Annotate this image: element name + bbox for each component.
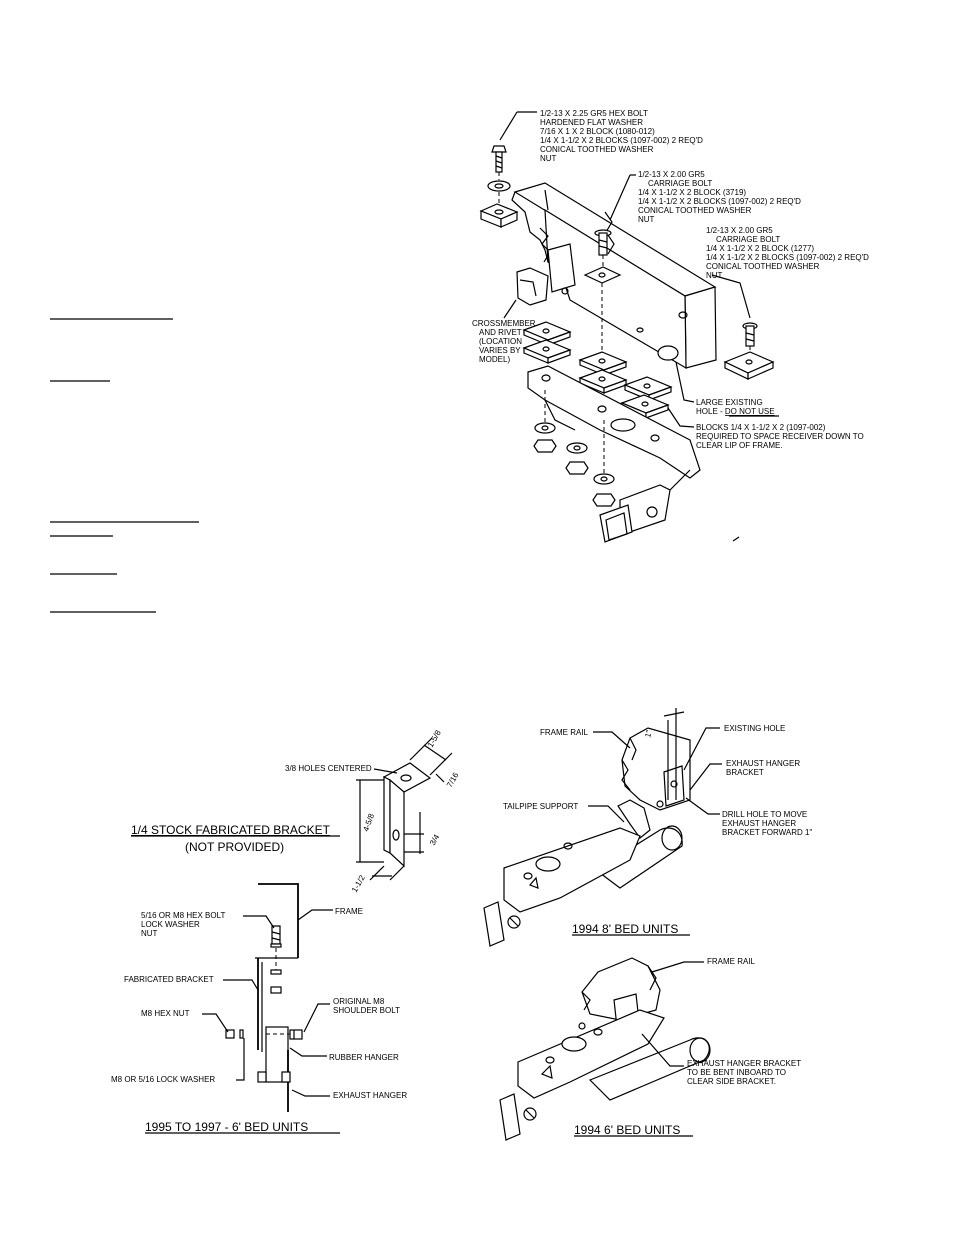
crossmember-line-3: (LOCATION: [479, 337, 522, 346]
tailpipe-support-label: TAILPIPE SUPPORT: [503, 802, 578, 811]
frame-label: FRAME: [335, 907, 363, 916]
shoulder-bolt-label-2: SHOULDER BOLT: [333, 1006, 400, 1015]
carriage-bolt-stack-right: [711, 274, 775, 380]
callout-3-line-5: CONICAL TOOTHED WASHER: [706, 262, 820, 271]
callout-2-line-5: CONICAL TOOTHED WASHER: [638, 206, 752, 215]
crossmember-line-4: VARIES BY: [479, 346, 521, 355]
frame-rail-label: FRAME RAIL: [540, 728, 589, 737]
detail-1994-6-title: 1994 6' BED UNITS: [574, 1123, 680, 1137]
dim-height: 4-5/8: [361, 812, 376, 833]
bracket-note-line-1: EXHAUST HANGER BRACKET: [687, 1059, 801, 1068]
main-hitch-assembly: [479, 111, 775, 543]
nuts-and-washers: [533, 390, 616, 507]
holes-label: 3/8 HOLES CENTERED: [285, 764, 372, 773]
main-callouts: 1/2-13 X 2.25 GR5 HEX BOLT HARDENED FLAT…: [472, 109, 869, 450]
dim-width: 1-5/8: [426, 728, 443, 749]
hex-bolt-stack-left: [479, 111, 519, 228]
bolt-label-2: LOCK WASHER: [141, 920, 200, 929]
crossmember: [516, 243, 576, 306]
drill-note-line-3: BRACKET FORWARD 1": [722, 828, 812, 837]
exhaust-hanger-label: EXHAUST HANGER: [333, 1091, 407, 1100]
detail-1994-8-title: 1994 8' BED UNITS: [572, 922, 678, 936]
callout-2-line-6: NUT: [638, 215, 655, 224]
bracket-note-line-2: TO BE BENT INBOARD TO: [687, 1068, 786, 1077]
receiver-bracket: [527, 365, 701, 479]
detail-1994-8ft: FRAME RAIL 1" EXISTING HOLE EXHAUST HANG…: [483, 708, 812, 947]
callout-2-line-2: CARRIAGE BOLT: [648, 179, 712, 188]
exhaust-bracket-label-1: EXHAUST HANGER: [726, 759, 800, 768]
bracket-note-line-3: CLEAR SIDE BRACKET.: [687, 1077, 776, 1086]
lock-washer-label: M8 OR 5/16 LOCK WASHER: [111, 1075, 215, 1084]
large-hole-line-1: LARGE EXISTING: [696, 398, 763, 407]
existing-hole-label: EXISTING HOLE: [724, 724, 785, 733]
drill-note-line-2: EXHAUST HANGER: [722, 819, 796, 828]
blocks-note-line-1: BLOCKS 1/4 X 1-1/2 X 2 (1097-002): [696, 423, 826, 432]
m8-hex-nut-label: M8 HEX NUT: [141, 1009, 190, 1018]
callout-3-line-3: 1/4 X 1-1/2 X 2 BLOCK (1277): [706, 244, 814, 253]
callout-1-line-2: HARDENED FLAT WASHER: [540, 118, 643, 127]
fabricated-bracket-detail: 3/8 HOLES CENTERED 1-5/8 7/16 4-5/8 3/4 …: [131, 728, 461, 894]
dim-hole: 3/4: [428, 832, 442, 847]
dim-base: 1-1/2: [350, 873, 367, 894]
callout-1-line-5: CONICAL TOOTHED WASHER: [540, 145, 654, 154]
large-hole-line-2: HOLE - DO NOT USE: [696, 407, 775, 416]
callout-3-line-4: 1/4 X 1-1/2 X 2 BLOCKS (1097-002) 2 REQ'…: [706, 253, 869, 262]
callout-3-line-1: 1/2-13 X 2.00 GR5: [706, 226, 773, 235]
bracket-title: 1/4 STOCK FABRICATED BRACKET: [131, 823, 331, 837]
bolt-label-3: NUT: [141, 929, 158, 938]
bolt-label-1: 5/16 OR M8 HEX BOLT: [141, 911, 225, 920]
dim-depth: 7/16: [445, 771, 461, 789]
callout-1-line-1: 1/2-13 X 2.25 GR5 HEX BOLT: [540, 109, 648, 118]
frame-channel: [511, 182, 717, 370]
drill-note-line-1: DRILL HOLE TO MOVE: [722, 810, 807, 819]
exhaust-bracket-label-2: BRACKET: [726, 768, 764, 777]
carriage-bolt-stack-mid: [583, 174, 631, 360]
callout-2-line-4: 1/4 X 1-1/2 X 2 BLOCKS (1097-002) 2 REQ'…: [638, 197, 801, 206]
blocks-note-line-2: REQUIRED TO SPACE RECEIVER DOWN TO: [696, 432, 864, 441]
callout-1-line-4: 1/4 X 1-1/2 X 2 BLOCKS (1097-002) 2 REQ'…: [540, 136, 703, 145]
left-margin-rules: [50, 318, 199, 613]
detail-1994-6ft: FRAME RAIL EXHAUST HANGER BRACKET TO BE …: [499, 957, 801, 1141]
shoulder-bolt-label-1: ORIGINAL M8: [333, 997, 385, 1006]
detail-1995-1997: 5/16 OR M8 HEX BOLT LOCK WASHER NUT FRAM…: [111, 883, 407, 1134]
frame-rail-6-label: FRAME RAIL: [707, 957, 756, 966]
dim-1-inch: 1": [643, 729, 654, 739]
crossmember-line-1: CROSSMEMBER: [472, 319, 536, 328]
blocks-note-line-3: CLEAR LIP OF FRAME.: [696, 441, 783, 450]
crossmember-line-5: MODEL): [479, 355, 510, 364]
receiver-tube: [599, 469, 691, 543]
callout-3-line-6: NUT: [706, 271, 723, 280]
detail-1995-title: 1995 TO 1997 - 6' BED UNITS: [145, 1120, 308, 1134]
crossmember-line-2: AND RIVET: [479, 328, 522, 337]
callout-2-line-1: 1/2-13 X 2.00 GR5: [638, 170, 705, 179]
callout-1-line-3: 7/16 X 1 X 2 BLOCK (1080-012): [540, 127, 655, 136]
bracket-subtitle: (NOT PROVIDED): [185, 840, 284, 854]
fabricated-bracket-label: FABRICATED BRACKET: [124, 975, 214, 984]
callout-2-line-3: 1/4 X 1-1/2 X 2 BLOCK (3719): [638, 188, 746, 197]
callout-1-line-6: NUT: [540, 154, 557, 163]
rubber-hanger-label: RUBBER HANGER: [329, 1053, 399, 1062]
callout-3-line-2: CARRIAGE BOLT: [716, 235, 780, 244]
